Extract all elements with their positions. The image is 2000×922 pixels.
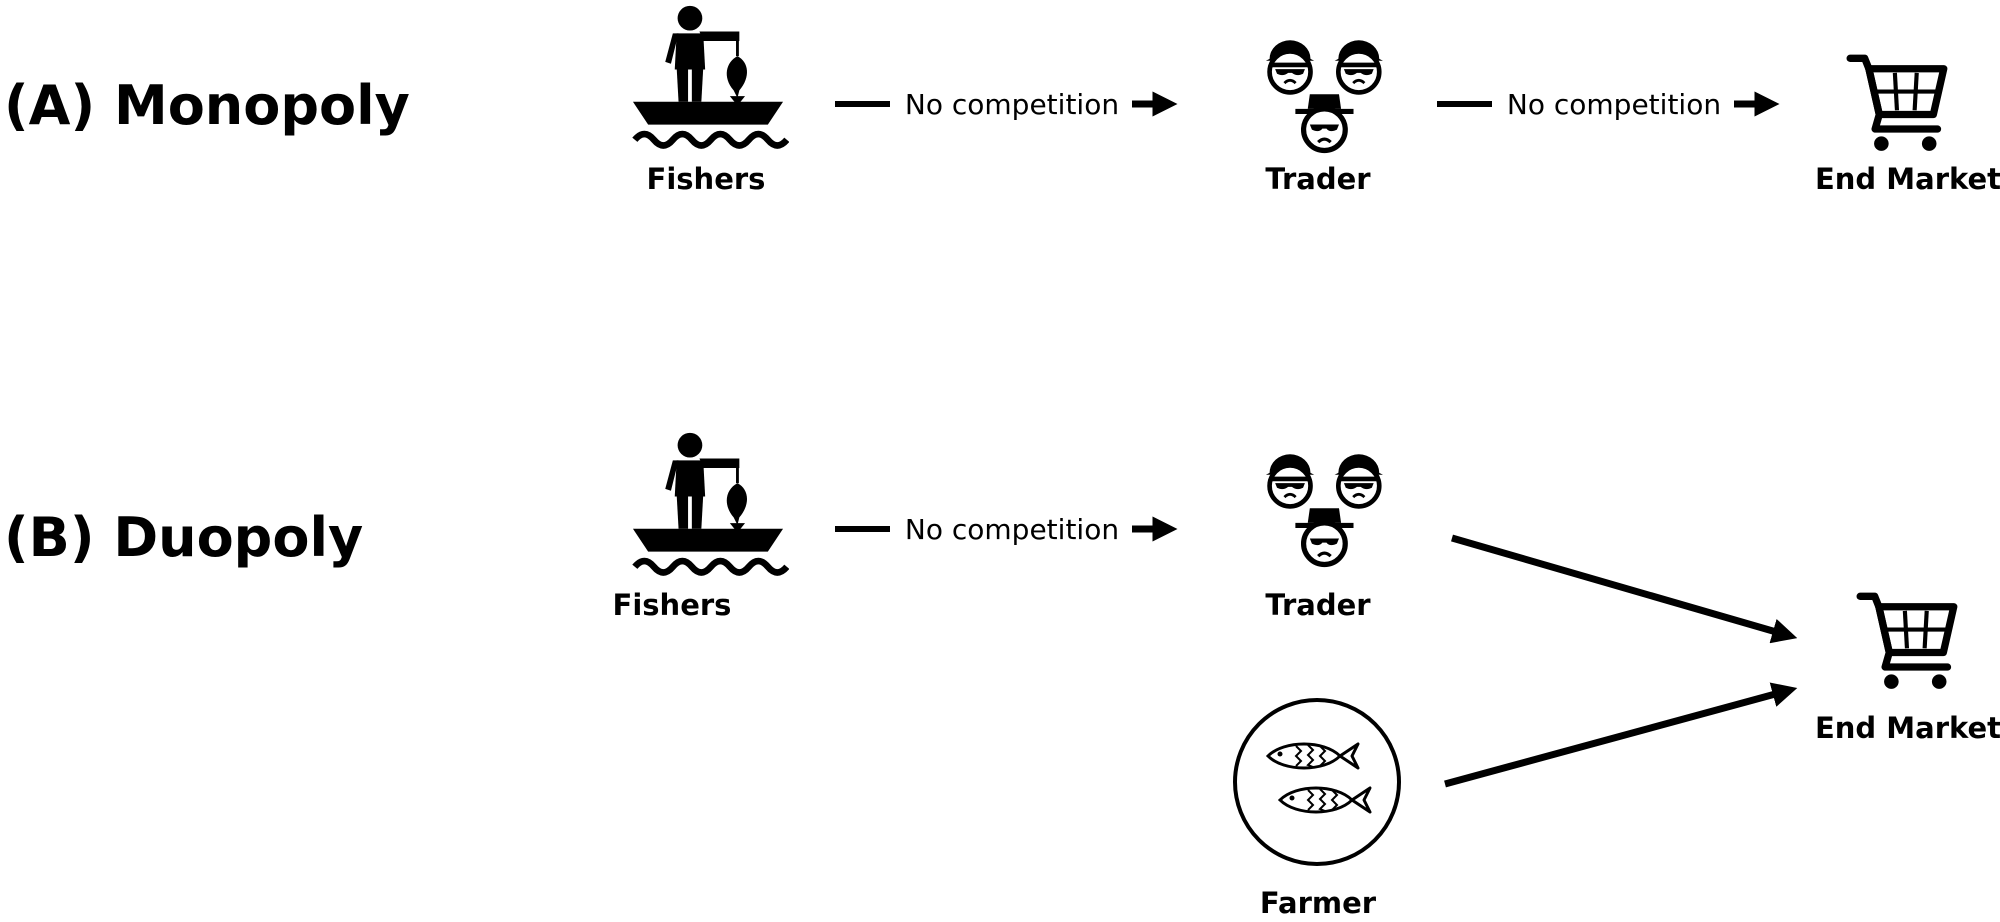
fisher-boat-icon [633, 433, 787, 573]
panel-title-monopoly: (A) Monopoly [4, 74, 410, 137]
shopping-cart-icon [1860, 596, 1954, 689]
edge-label-no-competition: No competition [1507, 88, 1721, 121]
edge-farmer-to-market [1444, 682, 1798, 788]
edge-fishers-to-trader: No competition [835, 88, 1178, 121]
edge-trader-to-market [1451, 534, 1798, 644]
edge-trader-to-market: No competition [1437, 88, 1780, 121]
traders-group-icon [1266, 40, 1383, 150]
edge-fishers-to-trader: No competition [835, 513, 1178, 546]
fisher-boat-icon [633, 6, 787, 146]
node-label-end-market: End Market [1815, 162, 2000, 196]
shopping-cart-icon [1850, 58, 1944, 151]
node-label-farmer: Farmer [1260, 886, 1377, 920]
panel-title-duopoly: (B) Duopoly [4, 506, 363, 569]
panel-monopoly: (A) Monopoly Fishers No competition Trad… [4, 6, 2000, 196]
node-label-trader: Trader [1265, 588, 1371, 622]
node-label-trader: Trader [1265, 162, 1371, 196]
panel-duopoly: (B) Duopoly Fishers No competition Trade… [4, 433, 2000, 920]
traders-group-icon [1266, 454, 1383, 564]
node-label-fishers: Fishers [613, 588, 732, 622]
node-label-fishers: Fishers [647, 162, 766, 196]
edge-label-no-competition: No competition [905, 513, 1119, 546]
edge-label-no-competition: No competition [905, 88, 1119, 121]
fish-farm-icon [1233, 698, 1401, 866]
node-label-end-market: End Market [1815, 711, 2000, 745]
